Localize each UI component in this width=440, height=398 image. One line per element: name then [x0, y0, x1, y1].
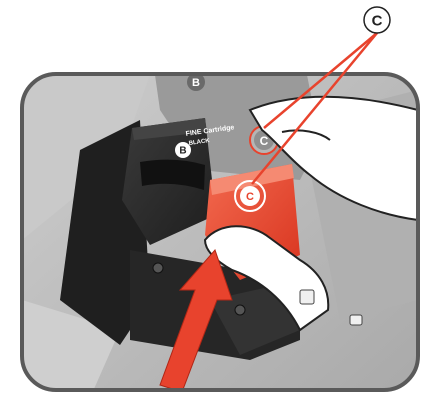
holder-c-label: C — [260, 134, 269, 148]
screw-right — [235, 305, 245, 315]
color-cartridge-letter: C — [246, 191, 254, 203]
right-contact-a — [300, 290, 314, 304]
screw-left — [153, 263, 163, 273]
black-cartridge-letter: B — [179, 146, 186, 157]
holder-top-highlight — [160, 40, 305, 72]
holder-b-label: B — [192, 77, 200, 89]
right-contact-b — [350, 315, 362, 325]
callout-letter: C — [372, 13, 383, 30]
callout-circle-icon: C — [364, 7, 390, 33]
